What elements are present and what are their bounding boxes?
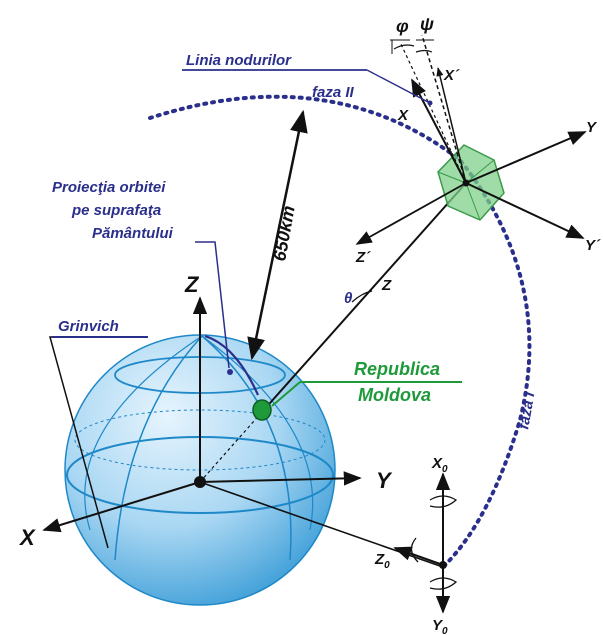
phi-arc — [393, 44, 415, 50]
sight-line — [261, 182, 467, 413]
inertial-z0-label: Z0 — [374, 551, 390, 571]
sat-y-label: Y — [586, 119, 598, 136]
inertial-y0-label: Y0 — [432, 617, 448, 635]
republica-label: Republica — [354, 359, 440, 379]
sat-z-prime-label: Z´ — [355, 249, 371, 266]
moldova-marker — [252, 399, 272, 421]
meridian-line — [114, 335, 203, 561]
proiectia-line2: pe suprafaţa — [71, 202, 161, 219]
inertial-x0-label: X0 — [431, 455, 448, 475]
satellite-axes — [355, 34, 587, 245]
proiectia-line1: Proiecţia orbitei — [52, 179, 166, 196]
inertial-frame — [393, 472, 458, 614]
moldova-leader — [271, 381, 301, 407]
earth-x-label: X — [18, 525, 36, 550]
earth-z-label: Z — [184, 272, 200, 297]
earth-y-label: Y — [376, 468, 393, 493]
projection-leader — [195, 241, 230, 369]
theta-arc — [351, 290, 373, 303]
phi-label: φ — [396, 16, 409, 36]
node-line-label: Linia nodurilor — [186, 52, 292, 69]
phase-I-label: faza I — [515, 390, 538, 431]
orbit-path — [148, 94, 532, 567]
psi-arc — [415, 49, 433, 53]
sat-x-label: X — [397, 107, 409, 124]
sat-z-label: Z — [381, 277, 392, 294]
sat-x-prime-label: X´ — [443, 67, 460, 84]
phase-II-label: faza II — [312, 84, 355, 101]
moldova-label: Moldova — [358, 385, 431, 405]
sat-y-prime-label: Y´ — [585, 237, 601, 254]
orbit-projection-line — [204, 334, 260, 396]
theta-label: θ — [344, 290, 353, 307]
proiectia-line3: Pământului — [92, 225, 174, 242]
psi-label: ψ — [420, 14, 434, 34]
distance-arrow — [247, 109, 308, 361]
distance-label: 650km — [269, 204, 298, 263]
grinvich-label: Grinvich — [58, 318, 119, 335]
